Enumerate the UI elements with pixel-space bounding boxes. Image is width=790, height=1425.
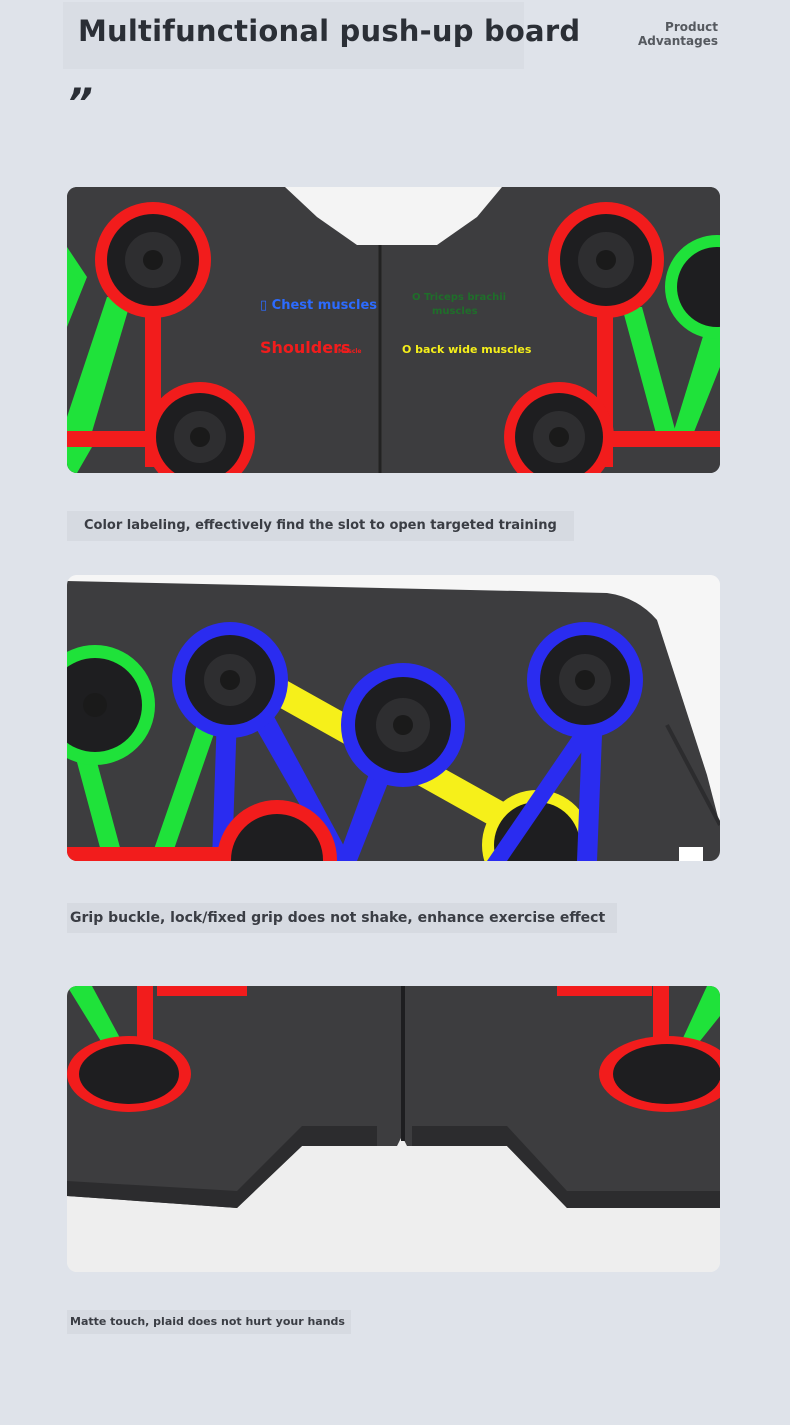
caption-color-labeling: Color labeling, effectively find the slo… bbox=[67, 511, 574, 541]
product-advantages-tag: Product Advantages bbox=[638, 20, 718, 48]
triceps-label: O Triceps brachii bbox=[412, 292, 506, 303]
shoulders-small-label: Muscle bbox=[338, 348, 362, 355]
shoulders-label: Shoulders bbox=[260, 338, 351, 357]
board-image-grip-buckle bbox=[67, 575, 720, 861]
board-illustration-1: ▯ Chest muscles Shoulders Muscle O Trice… bbox=[67, 187, 720, 473]
board-illustration-3 bbox=[67, 986, 720, 1272]
chest-muscles-label: ▯ Chest muscles bbox=[260, 298, 377, 313]
board-illustration-2 bbox=[67, 575, 720, 861]
advantages-line-1: Product bbox=[665, 20, 718, 34]
title-background bbox=[63, 2, 524, 69]
triceps-label-line2: muscles bbox=[432, 306, 478, 317]
board-image-matte-touch bbox=[67, 986, 720, 1272]
caption-grip-buckle: Grip buckle, lock/fixed grip does not sh… bbox=[67, 903, 618, 933]
advantages-line-2: Advantages bbox=[637, 34, 718, 48]
quote-mark-icon: ” bbox=[67, 81, 93, 127]
caption-matte-touch: Matte touch, plaid does not hurt your ha… bbox=[67, 1310, 351, 1334]
board-image-color-labels: ▯ Chest muscles Shoulders Muscle O Trice… bbox=[67, 187, 720, 473]
back-muscles-label: O back wide muscles bbox=[402, 343, 532, 356]
page-title: Multifunctional push-up board bbox=[78, 14, 581, 48]
